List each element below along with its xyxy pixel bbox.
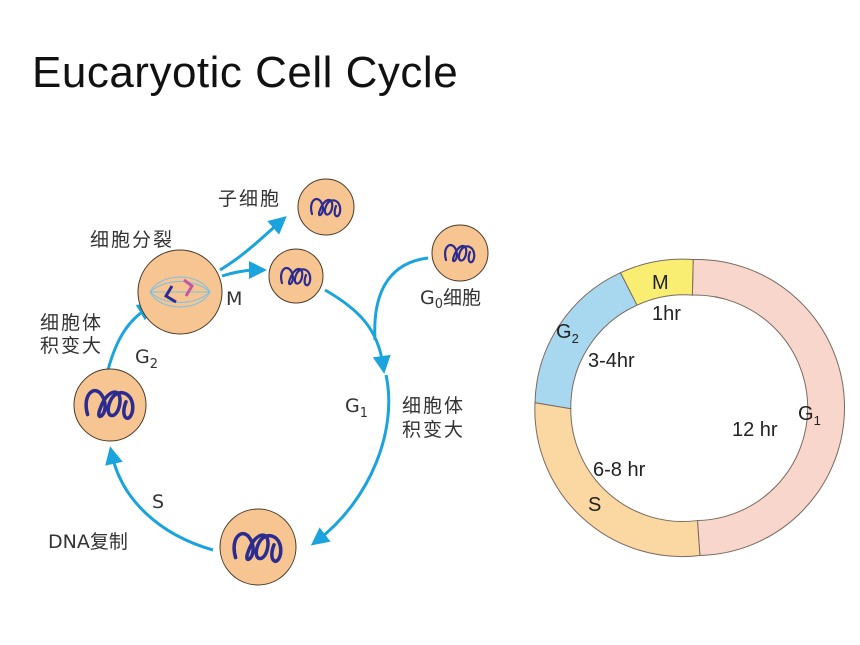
ring-segment-g1 [691,258,846,556]
ring-label-g1-time: 12 hr [732,419,778,441]
ring-label-m: M [652,272,669,294]
label-m-phase: M [226,288,242,310]
ring-label-g2: G2 [556,321,579,346]
label-dna-replication: DNA复制 [48,531,128,553]
ring-segment-s [534,402,701,558]
ring-cycle [534,258,846,558]
label-g1-growth-1: 细胞体 [402,395,465,417]
label-cell-division: 细胞分裂 [90,229,174,251]
cell-g0 [431,224,489,282]
label-g2-phase: G2 [135,346,158,372]
ring-label-s: S [588,494,601,516]
arrow-g0-join [373,256,429,341]
ring-label-m-time: 1hr [652,303,681,325]
label-g1-growth-2: 积变大 [402,419,465,441]
cell-g2 [73,368,147,442]
ring-label-g1: G1 [798,403,821,428]
cell-s [219,508,297,586]
arrow-to-g1 [324,288,391,374]
label-g1-phase: G1 [345,395,368,421]
cell-dividing [137,249,223,335]
label-g2-growth-1: 细胞体 [40,312,103,334]
label-s-phase: S [152,491,164,513]
page-title: Eucaryotic Cell Cycle [32,48,459,97]
ring-label-g2-time: 3-4hr [588,350,635,372]
label-g2-growth-2: 积变大 [40,335,103,357]
arrow-division-top [219,216,287,272]
ring-segment-m [619,258,694,306]
label-g0-cell: G0细胞 [420,287,481,312]
ring-segment-g2 [534,272,638,410]
cell-daughter-right [268,248,324,304]
arrow-g1-to-s [310,374,391,546]
arrow-division-right [221,261,267,280]
arrow-s-to-g2 [105,446,214,552]
ring-label-s-time: 6-8 hr [593,459,646,481]
label-daughter-cells: 子细胞 [218,188,281,210]
cell-daughter-top [297,178,355,236]
